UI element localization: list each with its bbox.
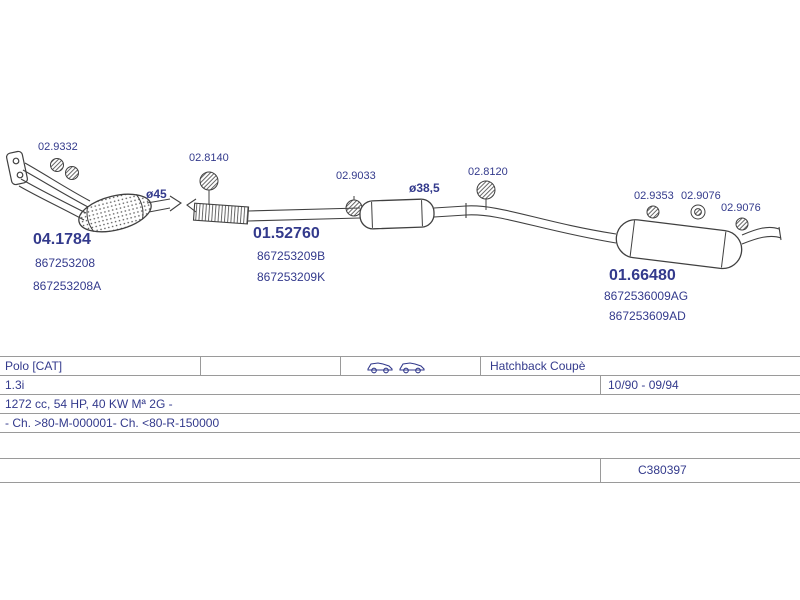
table-divider: [600, 458, 601, 482]
table-divider: [340, 356, 341, 375]
label-rear-ring-2: 02.9076: [681, 190, 721, 202]
rear-ring-02-9076-a: [690, 204, 706, 220]
label-rear-ref-1: 8672536009AG: [604, 289, 689, 303]
label-middle-clamp: 02.9033: [336, 170, 376, 182]
label-cat-ref-1: 867253208: [35, 256, 96, 270]
exhaust-system-diagram: [5, 150, 782, 270]
label-rear-ring-1: 02.9353: [634, 190, 674, 202]
table-rule: [0, 432, 800, 433]
rear-hanger-ring: [476, 180, 496, 210]
table-divider: [200, 356, 201, 375]
table-rule: [0, 394, 800, 395]
body-type: Hatchback Coupè: [490, 359, 586, 373]
engine-version: 1.3i: [5, 378, 25, 392]
middle-muffler: [359, 198, 435, 230]
table-divider: [480, 356, 481, 375]
label-middle-part-code[interactable]: 01.52760: [253, 225, 320, 242]
table-rule: [0, 356, 800, 357]
label-rear-hanger: 02.8120: [468, 166, 508, 178]
table-rule: [0, 482, 800, 483]
middle-outlet-pipe: [433, 203, 467, 218]
engine-specs: 1272 cc, 54 HP, 40 KW Mª 2G -: [5, 397, 173, 411]
front-pipes: [18, 162, 91, 221]
label-cat-ref-2: 867253208A: [33, 279, 102, 293]
middle-hanger-ring: [199, 171, 219, 205]
label-rear-ref-2: 867253609AD: [609, 309, 686, 323]
table-rule: [0, 375, 800, 376]
label-middle-ref-2: 867253209K: [257, 270, 326, 284]
rear-pipe: [465, 205, 617, 244]
chassis-range: - Ch. >80-M-000001- Ch. <80-R-150000: [5, 416, 220, 430]
label-cat-part-code[interactable]: 04.1784: [33, 231, 91, 248]
cat-outlet-pipe: [146, 195, 197, 213]
tail-pipe: [741, 226, 782, 245]
flex-pipe: [192, 202, 250, 225]
rear-ring-02-9076-b: [735, 217, 749, 231]
front-flange: [5, 150, 29, 186]
middle-clamp-ring: [345, 196, 363, 217]
rear-muffler: [615, 219, 743, 270]
car-body-icon: [367, 362, 393, 374]
table-rule: [0, 413, 800, 414]
catalytic-converter: [78, 193, 152, 233]
label-rear-ring-3: 02.9076: [721, 202, 761, 214]
car-body-icon: [399, 362, 425, 374]
label-front-gasket: 02.9332: [38, 141, 78, 153]
catalog-code[interactable]: C380397: [638, 463, 687, 477]
production-period: 10/90 - 09/94: [608, 378, 679, 392]
label-middle-diameter: ø38,5: [409, 181, 440, 195]
label-middle-ref-1: 867253209B: [257, 249, 326, 263]
front-gasket-rings: [50, 158, 79, 180]
label-rear-part-code[interactable]: 01.66480: [609, 267, 676, 284]
label-middle-hanger: 02.8140: [189, 152, 229, 164]
middle-pipe: [247, 207, 361, 222]
table-divider: [600, 375, 601, 394]
table-rule: [0, 458, 800, 459]
rear-ring-02-9353: [646, 205, 660, 219]
vehicle-model: Polo [CAT]: [5, 359, 63, 373]
label-front-diameter: ø45: [146, 187, 167, 201]
